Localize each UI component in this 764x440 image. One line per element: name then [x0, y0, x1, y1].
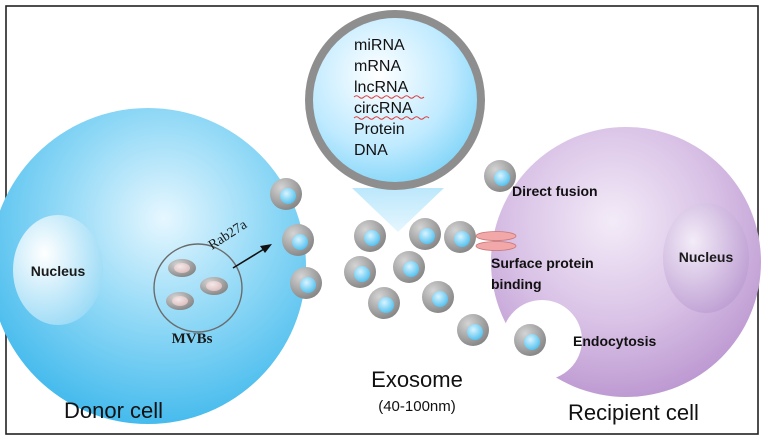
- donor-nucleus: [13, 215, 103, 325]
- cargo-list: miRNA mRNA lncRNA circRNA Protein DNA: [354, 37, 413, 159]
- donor-cell-label: Donor cell: [64, 398, 163, 423]
- recipient-cell-label: Recipient cell: [568, 400, 699, 425]
- exosome: [409, 218, 441, 250]
- exosome-cargo-circle: [313, 18, 477, 182]
- exosome: [457, 314, 489, 346]
- surface-binding-label-line2: binding: [491, 276, 542, 292]
- exosome: [354, 220, 386, 252]
- direct-fusion-label: Direct fusion: [512, 183, 598, 199]
- cargo-item: circRNA: [354, 100, 413, 117]
- recipient-nucleus: [663, 203, 749, 313]
- exosome: [270, 178, 302, 210]
- surface-binding-label-line1: Surface protein: [491, 255, 594, 271]
- exosome: [444, 221, 476, 253]
- secretion-arrow: [232, 248, 265, 269]
- exosome-size-label: (40-100nm): [378, 398, 456, 415]
- endocytosis-label: Endocytosis: [573, 333, 656, 349]
- exosome-group: [270, 160, 546, 356]
- mvb-body: [153, 243, 243, 333]
- cargo-item: DNA: [354, 142, 388, 159]
- exosome-label: Exosome: [371, 367, 463, 392]
- exosome: [290, 267, 322, 299]
- cargo-item: lncRNA: [354, 79, 409, 96]
- donor-nucleus-label: Nucleus: [31, 263, 86, 279]
- mvbs-label: MVBs: [172, 331, 213, 347]
- exosome: [282, 224, 314, 256]
- cargo-item: Protein: [354, 121, 405, 138]
- exosome: [484, 160, 516, 192]
- exosome: [422, 281, 454, 313]
- cargo-item: mRNA: [354, 58, 401, 75]
- cargo-item: miRNA: [354, 37, 405, 54]
- exosome: [514, 324, 546, 356]
- donor-cell: [0, 108, 306, 424]
- surface-receptor: [475, 231, 517, 241]
- spellcheck-squiggle: [353, 116, 430, 120]
- surface-receptor: [475, 241, 517, 251]
- recipient-nucleus-label: Nucleus: [679, 249, 734, 265]
- spellcheck-squiggle: [353, 95, 425, 99]
- cargo-funnel: [352, 188, 444, 232]
- exosome: [368, 287, 400, 319]
- exosome: [344, 256, 376, 288]
- exosome: [393, 251, 425, 283]
- secretion-arrowhead: [260, 244, 272, 253]
